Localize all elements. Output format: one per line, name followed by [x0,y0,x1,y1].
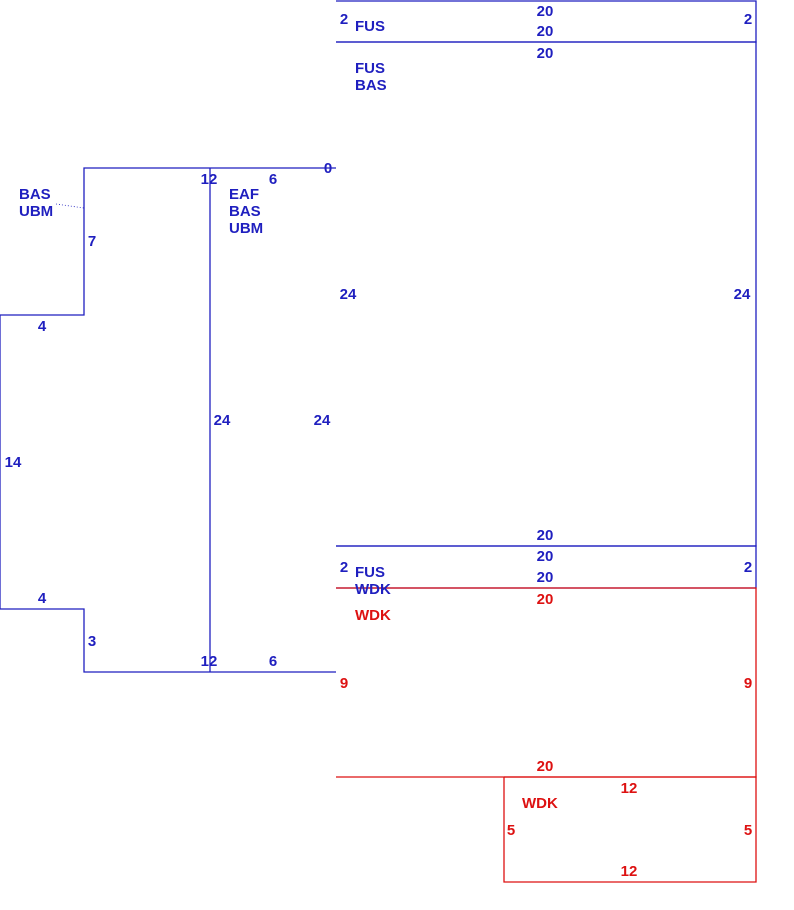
inner-dim-0: 0 [324,160,332,177]
wdk-small-dim-top: 12 [621,780,638,797]
main-label-bas: BAS [355,77,387,94]
inner-dim-24: 24 [314,412,331,429]
wing-label-ubm: UBM [19,203,53,220]
fus-top-dim-20a: 20 [537,3,554,20]
wing-dim-4-bottom: 4 [38,590,47,607]
wing-dim-14: 14 [5,454,22,471]
fus-top-dim-20b: 20 [537,23,554,40]
inner-dim-6-bottom: 6 [269,653,277,670]
wdk-small-dim-right: 5 [744,822,752,839]
wdk-deck-dim-left: 9 [340,675,348,692]
wing-dim-24: 24 [214,412,231,429]
fus-top-dim-left: 2 [340,11,348,28]
wdk-small-dim-left: 5 [507,822,515,839]
fus-wdk-dim-20b: 20 [537,569,554,586]
wdk-deck-dim-right: 9 [744,675,752,692]
wing-dim-7: 7 [88,233,96,250]
main-label-fus: FUS [355,60,385,77]
inner-label-eaf: EAF [229,186,259,203]
main-dim-top: 20 [537,45,554,62]
fus-wdk-dim-left: 2 [340,559,348,576]
wing-outline [0,167,336,673]
wing-dim-bottom: 12 [201,653,218,670]
fus-top-dim-right: 2 [744,11,752,28]
fus-wdk-dim-right: 2 [744,559,752,576]
fus-top-label: FUS [355,18,385,35]
wdk-deck-outline [336,587,757,778]
inner-label-ubm: UBM [229,220,263,237]
wdk-deck-label: WDK [355,607,391,624]
wdk-small-label: WDK [522,795,558,812]
wdk-small-dim-bottom: 12 [621,863,638,880]
main-dim-bottom: 20 [537,527,554,544]
inner-label-bas: BAS [229,203,261,220]
fus-wdk-label-fus: FUS [355,564,385,581]
wdk-deck-dim-bottom: 20 [537,758,554,775]
wing-label-bas: BAS [19,186,51,203]
inner-dim-6-top: 6 [269,171,277,188]
main-dim-right: 24 [734,286,751,303]
wing-dim-4-top: 4 [38,318,47,335]
main-block-outline [336,41,757,547]
wing-dim-3: 3 [88,633,96,650]
leader-line [55,203,85,209]
wing-dim-top: 12 [201,171,218,188]
fus-wdk-label-wdk: WDK [355,581,391,598]
wdk-deck-dim-top: 20 [537,591,554,608]
main-dim-left: 24 [340,286,357,303]
fus-wdk-dim-20a: 20 [537,548,554,565]
wdk-small-outline [503,776,757,883]
